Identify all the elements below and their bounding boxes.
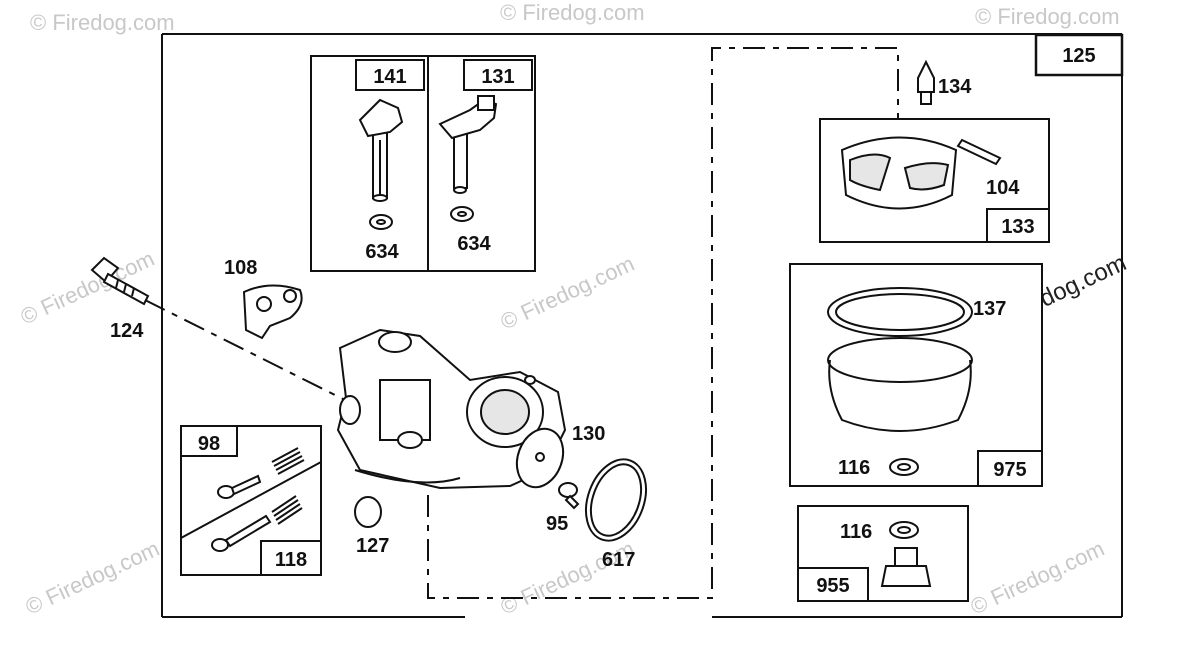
watermark: © Firedog.com (30, 10, 175, 35)
label-104: 104 (986, 177, 1020, 199)
label-131: 131 (481, 66, 514, 88)
label-98: 98 (198, 433, 220, 455)
label-95: 95 (546, 513, 568, 535)
watermark: © Firedog.com (967, 536, 1109, 620)
label-617: 617 (602, 549, 635, 571)
float-box-133: 133 104 (819, 118, 1050, 243)
watermark: © Firedog.com (500, 0, 645, 25)
choke-shaft-131 (438, 95, 498, 194)
label-975: 975 (993, 459, 1026, 481)
label-108: 108 (224, 257, 257, 279)
bowl-nut-box-955: 955 116 (797, 505, 969, 602)
label-634-right: 634 (457, 233, 491, 255)
bowl-box-975: 975 137 116 (789, 263, 1043, 487)
label-125: 125 (1062, 45, 1095, 67)
label-955: 955 (816, 575, 849, 597)
label-116-top: 116 (838, 457, 870, 479)
float (840, 136, 958, 210)
watermark: © Firedog.com (22, 536, 164, 620)
callout-box-125: 125 (1034, 33, 1124, 77)
outer-frame (161, 33, 1123, 618)
float-pin-104 (956, 138, 1002, 166)
label-134: 134 (938, 76, 972, 98)
shaft-kit-box: 141 131 634 634 (310, 55, 536, 272)
label-634-left: 634 (365, 241, 399, 263)
carburetor-body (336, 328, 567, 490)
bolt-124 (90, 256, 150, 306)
bowl-nut (880, 547, 932, 587)
float-bowl (827, 287, 973, 432)
watermark: © Firedog.com (17, 246, 159, 330)
label-127: 127 (356, 535, 389, 557)
label-124: 124 (110, 320, 144, 342)
label-116-bottom: 116 (840, 521, 872, 543)
label-118: 118 (275, 549, 307, 571)
gasket-108 (242, 284, 303, 340)
label-130: 130 (572, 423, 605, 445)
spring-bottom (271, 495, 303, 525)
float-needle-134: 134 (917, 59, 972, 105)
connector-lines (144, 47, 899, 599)
watermark: © Firedog.com (975, 4, 1120, 29)
oring-617 (585, 458, 647, 542)
screw-95 (558, 482, 580, 510)
label-133: 133 (1001, 216, 1034, 238)
screw-kit-box: 98 118 (180, 425, 322, 576)
idle-screw (217, 474, 262, 499)
mixture-screw (211, 514, 272, 552)
spring-top (271, 447, 305, 475)
plug-130 (515, 427, 565, 489)
label-137: 137 (973, 298, 1006, 320)
welch-plug-127 (354, 496, 382, 528)
label-141: 141 (373, 66, 406, 88)
throttle-shaft-141 (358, 98, 404, 202)
